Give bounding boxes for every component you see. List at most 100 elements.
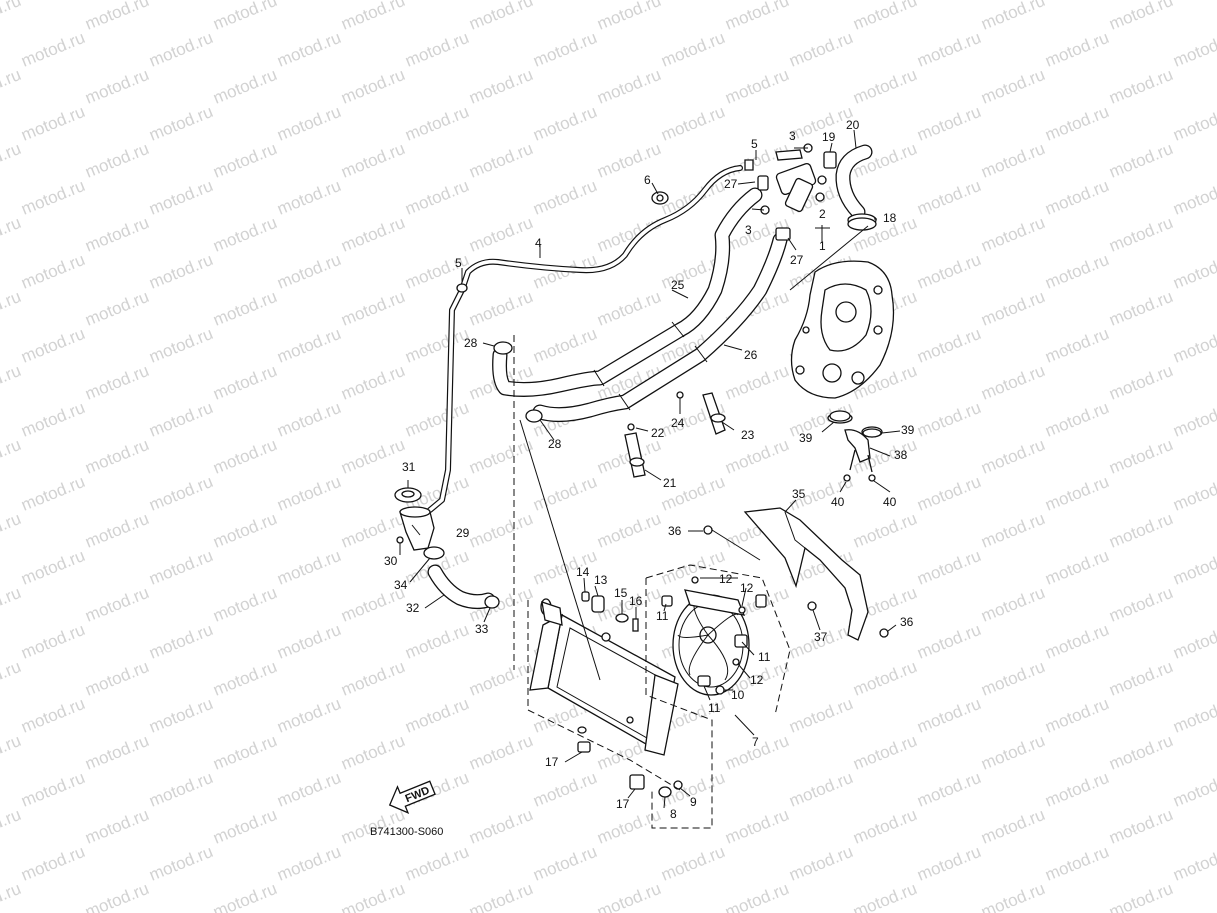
callout-3: 3 (745, 223, 752, 237)
watermark-text: motod.ru (274, 620, 343, 663)
callout-39: 39 (901, 423, 915, 437)
watermark-text: motod.ru (978, 879, 1047, 913)
watermark-text: motod.ru (1170, 250, 1217, 293)
watermark-text: motod.ru (402, 176, 471, 219)
callout-3: 3 (789, 129, 796, 143)
clip-6 (651, 191, 669, 205)
watermark-text: motod.ru (978, 583, 1047, 626)
watermark-text: motod.ru (146, 620, 215, 663)
watermark-text: motod.ru (1170, 176, 1217, 219)
watermark-text: motod.ru (0, 287, 24, 330)
watermark-text: motod.ru (0, 0, 24, 34)
bolt-30 (396, 536, 404, 544)
watermark-text: motod.ru (850, 509, 919, 552)
callout-36: 36 (668, 524, 682, 538)
collar-14 (581, 591, 590, 602)
filler-neck-29 (399, 506, 435, 551)
callout-14: 14 (576, 565, 590, 579)
watermark-text: motod.ru (210, 0, 279, 34)
watermark-text: motod.ru (1042, 842, 1111, 885)
watermark-text: motod.ru (914, 472, 983, 515)
watermark-text: motod.ru (210, 657, 279, 700)
callout-11: 11 (708, 701, 721, 715)
watermark-text: motod.ru (0, 805, 24, 848)
watermark-text: motod.ru (146, 398, 215, 441)
watermark-text: motod.ru (978, 435, 1047, 478)
watermark-text: motod.ru (18, 546, 87, 589)
watermark-text: motod.ru (594, 65, 663, 108)
watermark-text: motod.ru (0, 731, 24, 774)
bolt-24 (676, 391, 684, 399)
watermark-text: motod.ru (722, 879, 791, 913)
watermark-text: motod.ru (402, 620, 471, 663)
watermark-text: motod.ru (1106, 805, 1175, 848)
watermark-text: motod.ru (18, 472, 87, 515)
watermark-text: motod.ru (82, 879, 151, 913)
callout-29: 29 (456, 526, 470, 540)
watermark-text: motod.ru (1170, 546, 1217, 589)
watermark-text: motod.ru (274, 694, 343, 737)
hose-20 (835, 144, 873, 220)
watermark-text: motod.ru (1106, 731, 1175, 774)
watermark-text: motod.ru (82, 509, 151, 552)
clamp-28-lower (525, 409, 543, 423)
watermark-text: motod.ru (722, 435, 791, 478)
watermark-text: motod.ru (210, 879, 279, 913)
hose-4-breather (427, 165, 743, 513)
hose-32 (427, 564, 496, 610)
washer-9 (673, 780, 683, 790)
watermark-text: motod.ru (210, 583, 279, 626)
watermark-text: motod.ru (466, 879, 535, 913)
watermark-text: motod.ru (82, 657, 151, 700)
callout-26: 26 (744, 348, 758, 362)
watermark-text: motod.ru (146, 28, 215, 71)
watermark-text: motod.ru (1170, 694, 1217, 737)
watermark-text: motod.ru (530, 324, 599, 367)
callout-9: 9 (690, 795, 697, 809)
watermark-text: motod.ru (18, 176, 87, 219)
callout-16: 16 (629, 594, 643, 608)
callout-15: 15 (614, 586, 628, 600)
callout-23: 23 (741, 428, 755, 442)
watermark-text: motod.ru (1106, 361, 1175, 404)
watermark-text: motod.ru (338, 361, 407, 404)
callout-22: 22 (651, 426, 665, 440)
callout-1: 1 (819, 239, 826, 253)
callout-28: 28 (464, 336, 478, 350)
callout-40: 40 (831, 495, 845, 509)
watermark-text: motod.ru (1170, 398, 1217, 441)
o-ring-39-left (829, 410, 851, 422)
watermark-text: motod.ru (18, 768, 87, 811)
callout-12: 12 (750, 673, 764, 687)
callout-24: 24 (671, 416, 685, 430)
watermark-text: motod.ru (274, 398, 343, 441)
watermark-text: motod.ru (82, 213, 151, 256)
watermark-text: motod.ru (1106, 213, 1175, 256)
watermark-text: motod.ru (1170, 842, 1217, 885)
watermark-text: motod.ru (338, 657, 407, 700)
watermark-text: motod.ru (0, 583, 24, 626)
watermark-text: motod.ru (338, 509, 407, 552)
watermark-text: motod.ru (530, 102, 599, 145)
radiator-assembly (529, 598, 679, 790)
callout-13: 13 (594, 573, 608, 587)
callout-7: 7 (752, 735, 759, 749)
watermark-text: motod.ru (402, 28, 471, 71)
watermark-text: motod.ru (658, 102, 727, 145)
watermark-text: motod.ru (146, 546, 215, 589)
watermark-text: motod.ru (850, 65, 919, 108)
watermark-text: motod.ru (850, 0, 919, 34)
watermark-text: motod.ru (146, 472, 215, 515)
watermark-text: motod.ru (530, 842, 599, 885)
watermark-text: motod.ru (914, 620, 983, 663)
watermark-text: motod.ru (978, 213, 1047, 256)
callout-5: 5 (455, 256, 462, 270)
watermark-text: motod.ru (146, 694, 215, 737)
bolt-36-upper (703, 525, 713, 535)
watermark-text: motod.ru (1106, 139, 1175, 182)
clamp-21 (624, 432, 646, 478)
watermark-text: motod.ru (1042, 102, 1111, 145)
watermark-text: motod.ru (18, 620, 87, 663)
